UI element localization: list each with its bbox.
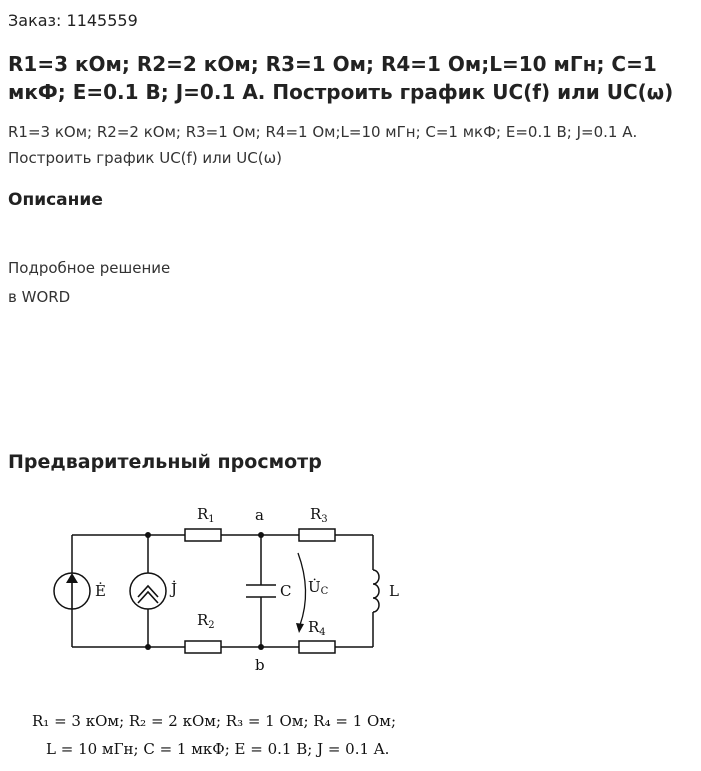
description-body: Подробное решение в WORD [8,254,170,312]
node-dot [145,644,151,650]
label-l: L [389,582,399,600]
page-title: R1=3 кОм; R2=2 кОм; R3=1 Ом; R4=1 Ом;L=1… [8,52,674,104]
description-heading: Описание [8,190,103,210]
voltage-source-icon [53,572,91,610]
label-r3: R3 [310,505,328,525]
label-r4: R4 [308,618,326,638]
circuit-diagram: R1 R2 R3 R4 a b C L Ė J̇ U̇C [53,505,399,674]
capacitor-icon [246,584,276,598]
resistor-r3 [298,528,336,542]
short-description: R1=3 кОм; R2=2 кОм; R3=1 Ом; R4=1 Ом;L=1… [8,123,638,167]
description-line: в WORD [8,288,71,306]
params-line-2: L = 10 мГн; C = 1 мкФ; E = 0.1 В; J = 0.… [46,740,390,758]
circuit-parameters: R₁ = 3 кОм; R₂ = 2 кОм; R₃ = 1 Ом; R₄ = … [32,707,396,763]
node-b-dot [258,644,264,650]
label-node-b: b [255,656,265,674]
label-node-a: a [255,506,264,524]
description-line: Подробное решение [8,259,171,277]
node-a-dot [258,532,264,538]
current-source-icon [129,572,167,610]
voltage-arrow-icon [297,552,307,626]
label-uc: U̇C [308,578,329,597]
node-dot [145,532,151,538]
label-r1: R1 [197,505,215,525]
resistor-r1 [184,528,222,542]
label-c: C [280,582,291,600]
label-r2: R2 [197,611,215,631]
label-e: Ė [95,582,106,600]
inductor-icon [372,569,380,613]
preview-heading: Предварительный просмотр [8,451,322,473]
resistor-r4 [298,640,336,654]
params-line-1: R₁ = 3 кОм; R₂ = 2 кОм; R₃ = 1 Ом; R₄ = … [32,712,397,730]
label-j: J̇ [169,580,177,598]
resistor-r2 [184,640,222,654]
order-number: Заказ: 1145559 [8,11,138,30]
